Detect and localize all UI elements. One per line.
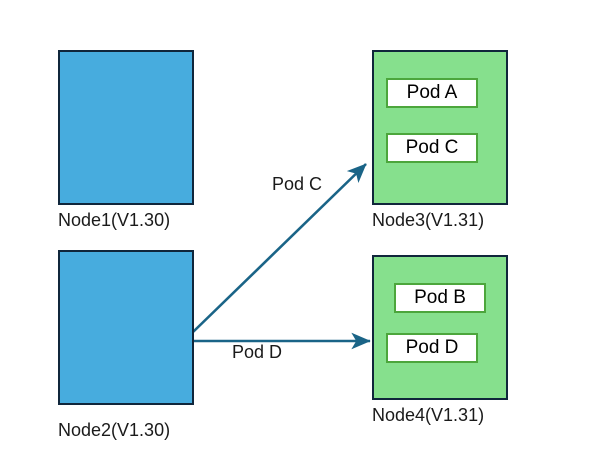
edge-label-pod-c: Pod C bbox=[272, 174, 323, 194]
pod-box-pod-d[interactable]: Pod D bbox=[386, 333, 478, 363]
node-label-node4: Node4(V1.31) bbox=[372, 405, 485, 425]
pod-box-pod-a[interactable]: Pod A bbox=[386, 78, 478, 108]
node-box-node4[interactable] bbox=[372, 255, 508, 400]
node-label-node3: Node3(V1.31) bbox=[372, 210, 485, 230]
pod-box-pod-b[interactable]: Pod B bbox=[394, 283, 486, 313]
node-box-node3[interactable] bbox=[372, 50, 508, 205]
node-label-node1: Node1(V1.30) bbox=[58, 210, 171, 230]
node-box-node2[interactable] bbox=[58, 250, 194, 405]
edge-label-pod-d: Pod D bbox=[232, 342, 283, 362]
node-label-node2: Node2(V1.30) bbox=[58, 420, 171, 440]
pod-box-pod-c[interactable]: Pod C bbox=[386, 133, 478, 163]
node-box-node1[interactable] bbox=[58, 50, 194, 205]
